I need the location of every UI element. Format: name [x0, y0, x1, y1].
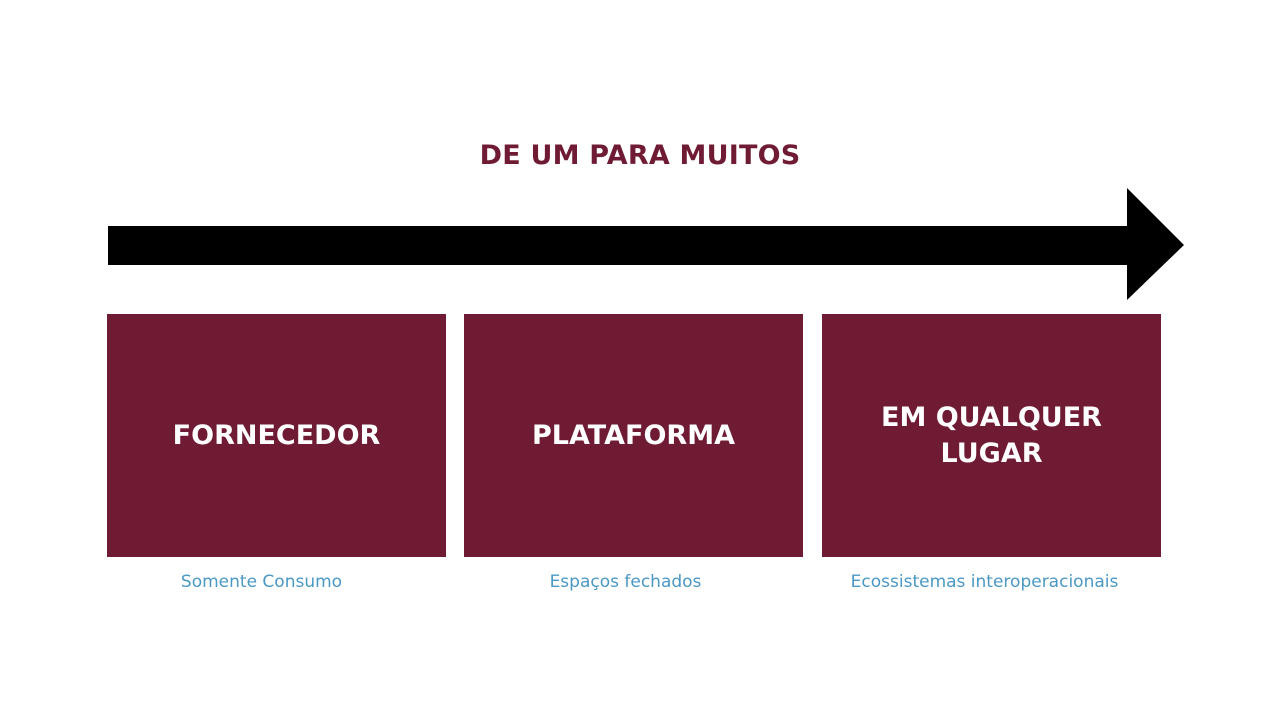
stage-label: FORNECEDOR: [172, 419, 381, 451]
diagram-title: DE UM PARA MUITOS: [479, 140, 801, 171]
stage-box-fornecedor: FORNECEDOR: [107, 314, 446, 557]
stage-box-plataforma: PLATAFORMA: [464, 314, 803, 557]
stage-label: EM QUALQUER LUGAR: [881, 401, 1102, 469]
progression-arrow-icon: [108, 188, 1184, 300]
stage-caption-fornecedor: Somente Consumo: [180, 572, 343, 592]
stage-caption-em-qualquer-lugar: Ecossistemas interoperacionais: [850, 572, 1119, 592]
arrow-shape: [108, 188, 1184, 300]
stage-box-em-qualquer-lugar: EM QUALQUER LUGAR: [822, 314, 1161, 557]
stage-caption-plataforma: Espaços fechados: [549, 572, 702, 592]
stage-label: PLATAFORMA: [532, 419, 735, 451]
